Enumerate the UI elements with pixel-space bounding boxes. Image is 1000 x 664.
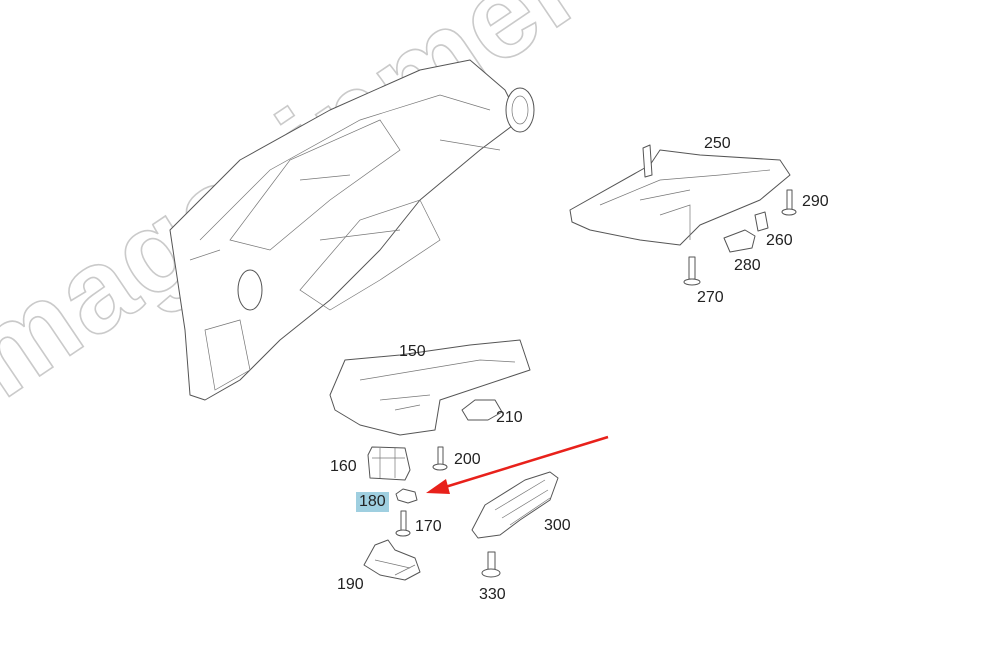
part-170-drawing [395,510,411,537]
part-250-drawing [569,144,791,246]
part-label-330[interactable]: 330 [479,586,506,603]
part-160-drawing [367,446,411,481]
part-label-250[interactable]: 250 [704,135,731,152]
part-210-drawing [461,399,503,421]
part-label-150[interactable]: 150 [399,343,426,360]
part-180-drawing [395,488,418,504]
part-200-drawing [432,446,448,471]
part-190-drawing [363,539,421,581]
part-label-300[interactable]: 300 [544,517,571,534]
pointer-arrow [426,435,609,494]
part-300-drawing [471,471,559,539]
part-260-drawing [754,211,769,232]
part-label-290[interactable]: 290 [802,193,829,210]
part-150-drawing [329,339,531,436]
part-label-190[interactable]: 190 [337,576,364,593]
dashboard-drawing [169,59,535,401]
part-label-160[interactable]: 160 [330,458,357,475]
part-label-200[interactable]: 200 [454,451,481,468]
part-290-drawing [781,189,797,216]
part-label-280[interactable]: 280 [734,257,761,274]
part-label-260[interactable]: 260 [766,232,793,249]
part-330-drawing [481,551,501,578]
part-label-270[interactable]: 270 [697,289,724,306]
part-label-170[interactable]: 170 [415,518,442,535]
part-label-180-highlighted[interactable]: 180 [356,492,389,512]
part-label-210[interactable]: 210 [496,409,523,426]
part-280-drawing [723,229,756,253]
part-270-drawing [683,256,701,286]
